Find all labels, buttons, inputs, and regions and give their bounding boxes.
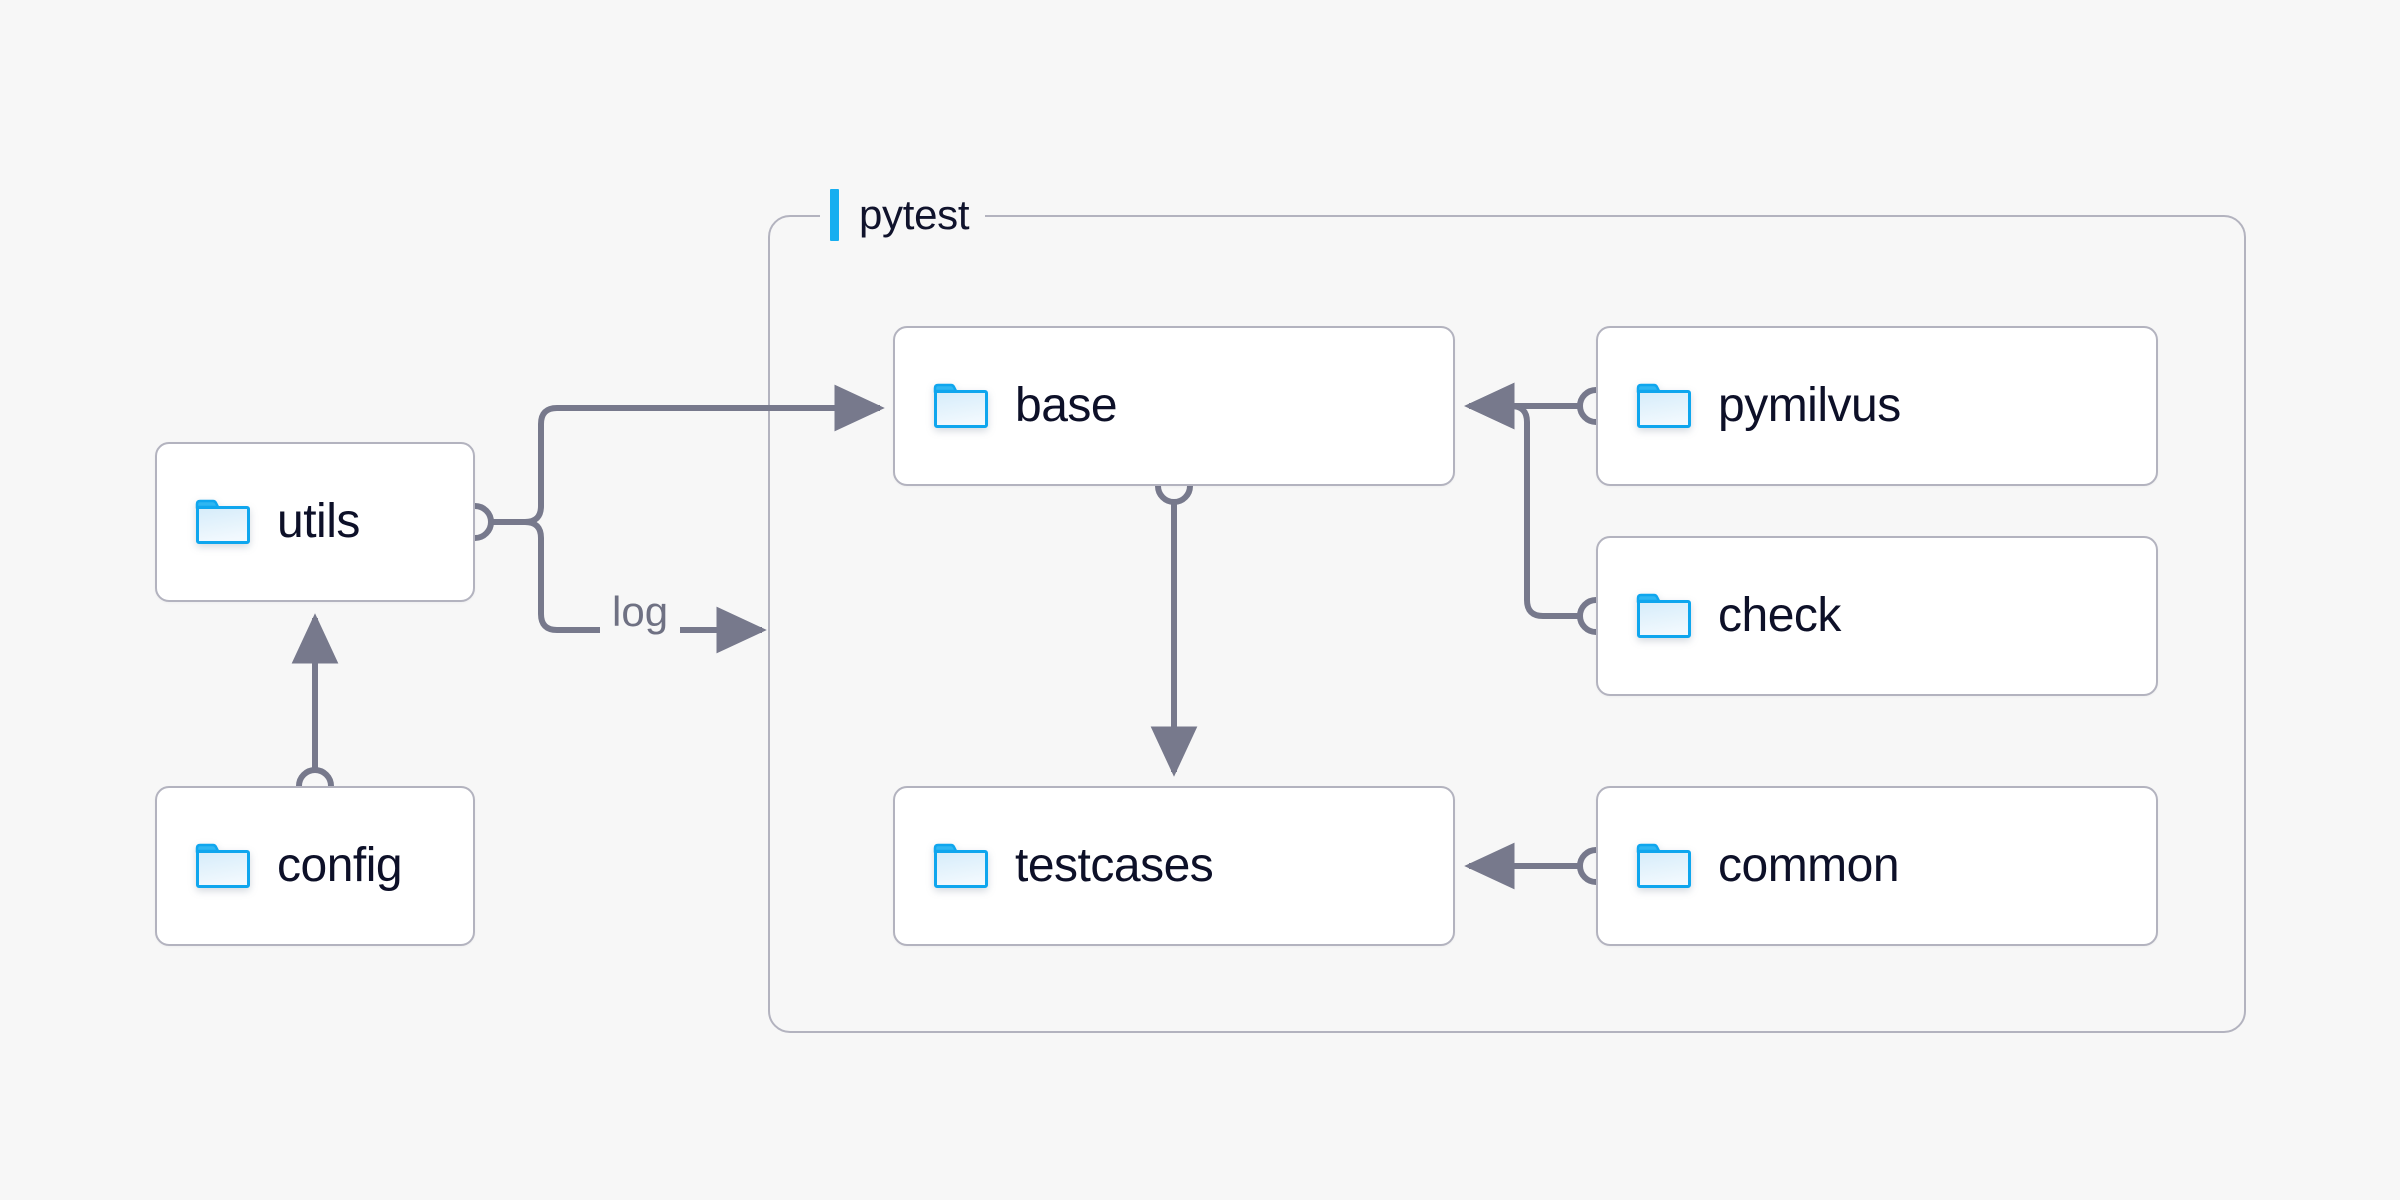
folder-icon: [1636, 843, 1692, 889]
folder-icon: [195, 499, 251, 545]
group-container-pytest: [768, 215, 2246, 1033]
group-title-pytest: pytest: [820, 189, 986, 241]
node-check[interactable]: check: [1596, 536, 2158, 696]
node-label: base: [1015, 379, 1118, 432]
edge-label-log: log: [600, 591, 681, 633]
folder-icon: [1636, 383, 1692, 429]
folder-icon: [1636, 593, 1692, 639]
node-pymilvus[interactable]: pymilvus: [1596, 326, 2158, 486]
node-label: common: [1718, 839, 1900, 892]
node-config[interactable]: config: [155, 786, 475, 946]
node-label: testcases: [1015, 839, 1214, 892]
node-label: pymilvus: [1718, 379, 1901, 432]
node-label: config: [277, 839, 403, 892]
group-title-label: pytest: [859, 191, 970, 238]
folder-icon: [195, 843, 251, 889]
node-testcases[interactable]: testcases: [893, 786, 1455, 946]
folder-icon: [933, 383, 989, 429]
node-label: check: [1718, 589, 1841, 642]
accent-bar-icon: [830, 189, 839, 241]
node-common[interactable]: common: [1596, 786, 2158, 946]
folder-icon: [933, 843, 989, 889]
node-utils[interactable]: utils: [155, 442, 475, 602]
node-base[interactable]: base: [893, 326, 1455, 486]
node-label: utils: [277, 495, 360, 548]
